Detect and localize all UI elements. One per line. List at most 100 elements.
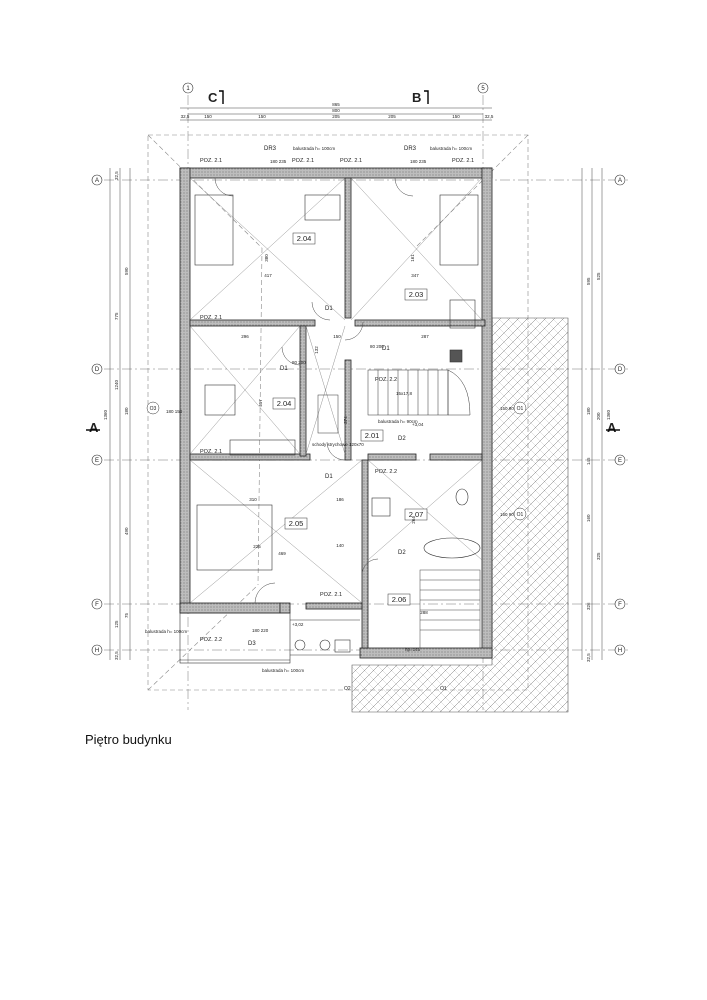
dim-seg-7: 32,5	[485, 114, 494, 119]
axis-label-a-right: A	[618, 178, 622, 184]
axis-label-e-right: E	[618, 458, 622, 464]
poz-label-3: POZ. 2.1	[340, 158, 362, 164]
section-marker-b: B	[412, 90, 421, 105]
room-2-01: 2.01	[365, 431, 380, 440]
dim-left-775: 775	[114, 312, 119, 320]
top-dimensions	[180, 107, 492, 121]
room-2-02: 2.03	[409, 290, 424, 299]
note-stairs: schody strychowe 120x70	[312, 442, 364, 447]
dim-right-145: 145	[586, 457, 591, 465]
tag-dr3-a: DR3	[264, 146, 277, 152]
tag-d3: D3	[248, 641, 256, 647]
tag-o2: O2	[344, 686, 351, 692]
tag-d2-a: D2	[398, 436, 406, 442]
note-level-302: +3,02	[292, 622, 304, 627]
tag-d3-size: 180 220	[252, 628, 269, 633]
tag-o1-a-size: 150 90	[500, 406, 514, 411]
dim-int-15: 132	[314, 346, 319, 354]
balcony-item-3	[334, 639, 351, 653]
dim-int-11: 186	[336, 497, 344, 502]
dim-seg-3: 150	[258, 114, 266, 119]
floor-plan-drawing: 1 5 A A D D E E F F H H C B A A 865 800 …	[86, 82, 628, 713]
dim-right-325: 325	[596, 552, 601, 560]
poz-label-4: POZ. 2.1	[452, 158, 474, 164]
side-dimensions	[109, 168, 603, 660]
bed-room-202	[439, 194, 479, 266]
dim-int-13: 288	[420, 610, 428, 615]
dim-left-bottom: 32,5	[114, 651, 119, 660]
interior-walls	[189, 177, 486, 649]
dim-left-590: 590	[124, 267, 129, 275]
sauna-benches	[419, 569, 481, 649]
note-balustrade-4: balustrada h= 100cm	[145, 629, 187, 634]
dim-seg-5: 205	[388, 114, 396, 119]
dim-int-7: 287	[421, 334, 429, 339]
dim-int-17: 161	[410, 254, 415, 262]
dim-seg-6: 150	[452, 114, 460, 119]
room-2-03: 2.04	[297, 234, 312, 243]
axis-label-a: A	[95, 178, 99, 184]
poz-label-6: POZ. 2.1	[200, 449, 222, 455]
poz-label-8: POZ. 2.2	[375, 469, 397, 475]
dim-int-3: 380	[264, 254, 269, 262]
dim-seg-2: 150	[204, 114, 212, 119]
tag-d1-d: D1	[325, 474, 333, 480]
dim-right-180: 180	[586, 407, 591, 415]
section-markers: C B A A	[86, 90, 620, 435]
dim-overall: 865	[332, 102, 340, 107]
dim-right-160: 160	[586, 514, 591, 522]
note-stair-steps: 15x17,8	[396, 391, 413, 396]
dim-left-125: 125	[114, 620, 119, 628]
balcony	[179, 612, 362, 664]
dim-left-490: 490	[124, 527, 129, 535]
axis-label-h-right: H	[618, 648, 622, 654]
room-2-04: 2.04	[277, 399, 292, 408]
dim-int-16: 274	[343, 416, 348, 424]
tag-d1-c: D1	[325, 306, 333, 312]
dim-int-2: 347	[411, 273, 419, 278]
interior-dimensions: 417 347 380 310 296 150 287 225 469 140 …	[241, 254, 429, 615]
dim-right-525: 525	[596, 272, 601, 280]
axis-label-f: F	[95, 602, 99, 608]
poz-label-7: POZ. 2.2	[375, 377, 397, 383]
tag-o1-b: O1	[517, 512, 524, 518]
note-balustrade-90: balustrada h= 90cm	[378, 419, 418, 424]
bathtub	[423, 537, 481, 559]
axis-label-h: H	[95, 648, 99, 654]
section-marker-c: C	[208, 90, 218, 105]
door-swings	[214, 177, 414, 604]
dim-int-6: 150	[333, 334, 341, 339]
note-balustrade-1: balustrada h= 100cm	[293, 146, 335, 151]
dim-seg-1: 32,5	[181, 114, 190, 119]
poz-label-10: POZ. 2.2	[200, 637, 222, 643]
dim-left-180: 180	[124, 407, 129, 415]
dim-int-8: 225	[253, 544, 261, 549]
axis-label-d: D	[95, 367, 100, 373]
dim-int-10: 140	[336, 543, 344, 548]
tag-d1-b: D1	[382, 346, 390, 352]
dim-right-326: 326	[586, 602, 591, 610]
bed-room-204	[229, 439, 296, 456]
dim-left-75: 75	[124, 612, 129, 618]
tag-o1-b-size: 150 90	[500, 512, 514, 517]
dim-int-14: 417	[258, 399, 263, 407]
tag-dr3-b-size: 180 235	[410, 159, 427, 164]
tag-dr3-b: DR3	[404, 146, 417, 152]
dim-seg-4: 205	[332, 114, 340, 119]
note-level-304: +3,04	[412, 422, 424, 427]
room-2-07: 2.07	[409, 510, 424, 519]
desk-room-204	[204, 384, 236, 416]
axis-label-e: E	[95, 458, 99, 464]
drawing-caption: Piętro budynku	[85, 732, 172, 747]
note-hgr: hp=145	[405, 647, 421, 652]
dim-int-5: 296	[241, 334, 249, 339]
sink	[371, 497, 391, 517]
dim-right-overall: 1360	[606, 409, 611, 420]
note-balustrade-2: balustrada h= 100cm	[430, 146, 472, 151]
tag-o3-size: 180 150	[166, 409, 183, 414]
poz-label-1: POZ. 2.1	[200, 158, 222, 164]
roof-tiles	[351, 317, 569, 713]
axis-label-d-right: D	[618, 367, 623, 373]
toilet	[455, 488, 469, 506]
axis-label-5: 5	[481, 86, 485, 92]
